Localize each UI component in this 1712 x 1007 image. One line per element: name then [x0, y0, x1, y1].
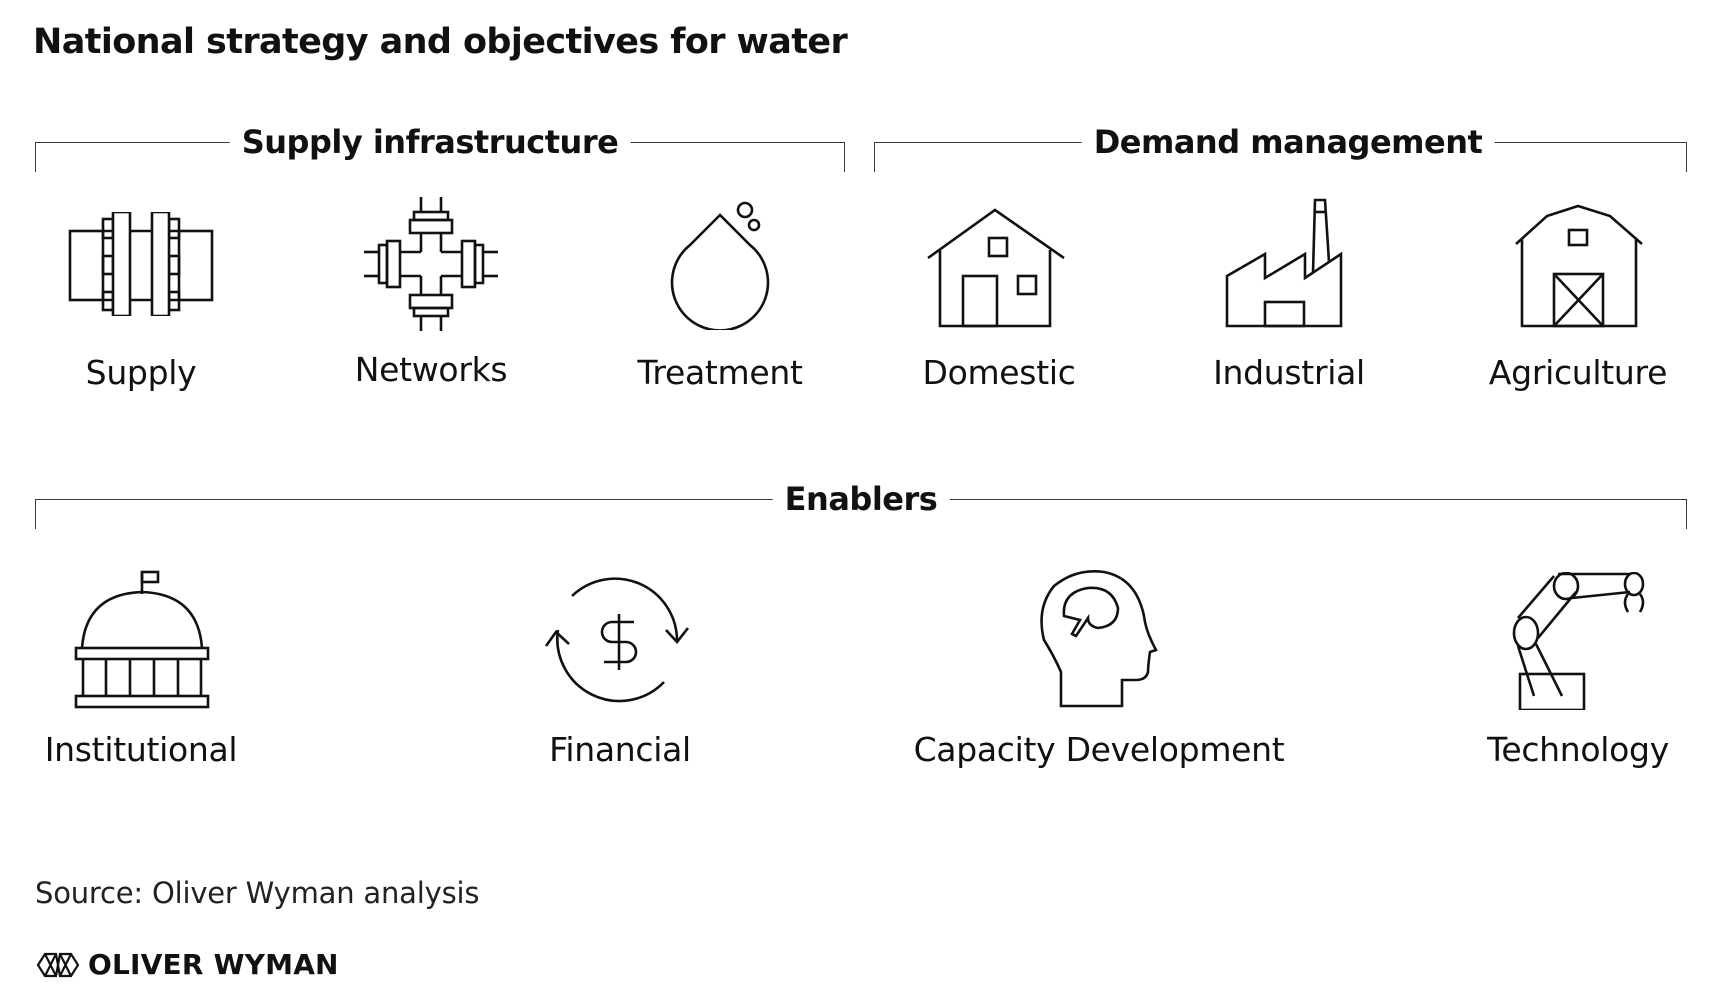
item-label-technology: Technology [1487, 730, 1669, 769]
head-brain-icon [1040, 570, 1158, 708]
oliver-wyman-logo-icon [36, 952, 80, 977]
pipe-flange-icon [68, 212, 214, 316]
page-title: National strategy and objectives for wat… [33, 22, 848, 62]
barn-icon [1515, 204, 1643, 328]
pipe-network-icon [364, 197, 498, 331]
item-label-capacity-development: Capacity Development [913, 730, 1285, 769]
water-drop-icon [670, 201, 770, 330]
supply-infrastructure-heading: Supply infrastructure [229, 126, 631, 158]
government-building-icon [74, 570, 210, 709]
item-label-supply: Supply [85, 353, 197, 392]
item-label-domestic: Domestic [922, 353, 1076, 392]
item-label-industrial: Industrial [1213, 353, 1365, 392]
enablers-heading: Enablers [772, 483, 950, 515]
factory-icon [1225, 198, 1343, 328]
oliver-wyman-logo: OLIVER WYMAN [36, 948, 339, 981]
source-note: Source: Oliver Wyman analysis [35, 876, 480, 910]
item-label-treatment: Treatment [637, 353, 803, 392]
item-label-networks: Networks [354, 350, 508, 389]
item-label-financial: Financial [549, 730, 691, 769]
item-label-agriculture: Agriculture [1488, 353, 1668, 392]
robot-arm-icon [1512, 572, 1645, 710]
dollar-cycle-icon [544, 577, 690, 703]
oliver-wyman-logo-text: OLIVER WYMAN [88, 948, 339, 981]
house-icon [927, 208, 1065, 328]
demand-management-heading: Demand management [1081, 126, 1495, 158]
item-label-institutional: Institutional [44, 730, 238, 769]
